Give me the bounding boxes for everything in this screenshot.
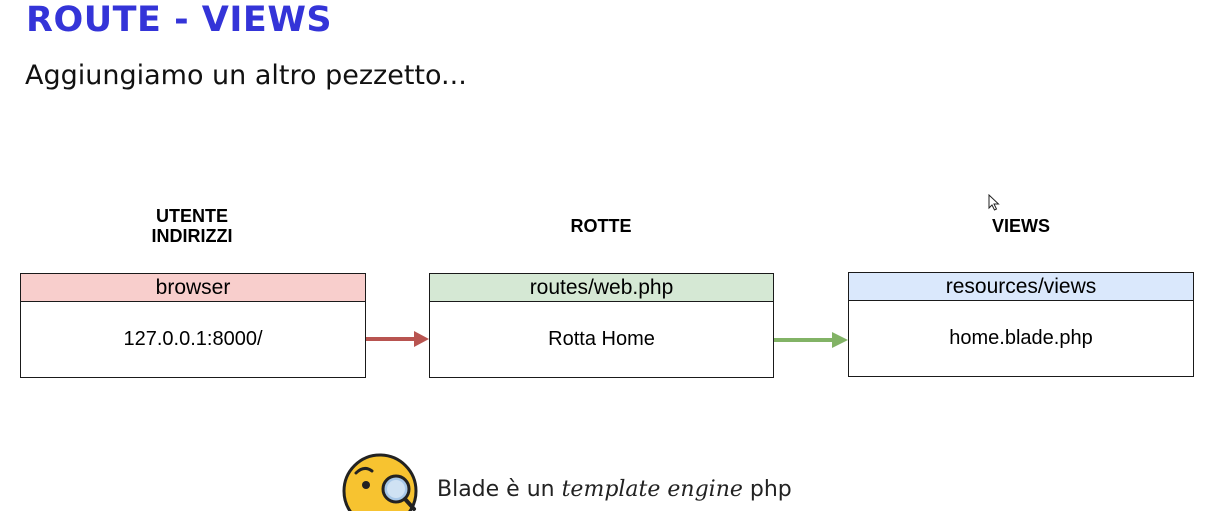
arrow-browser-to-routes xyxy=(366,331,429,347)
browser-box-header: browser xyxy=(21,274,365,302)
mouse-cursor-icon xyxy=(988,194,1000,211)
column-heading-line: INDIRIZZI xyxy=(151,226,233,246)
column-heading-views: VIEWS xyxy=(921,216,1121,236)
routes-box: routes/web.php Rotta Home xyxy=(429,273,774,378)
arrow-routes-to-views xyxy=(774,332,848,348)
column-heading-utente: UTENTE INDIRIZZI xyxy=(92,206,292,246)
face-with-monocle-icon xyxy=(342,453,418,511)
note-suffix: php xyxy=(742,477,792,502)
views-box-header: resources/views xyxy=(849,273,1193,301)
browser-box-body: 127.0.0.1:8000/ xyxy=(123,328,263,350)
views-box-body: home.blade.php xyxy=(949,327,1093,349)
column-heading-line: ROTTE xyxy=(570,216,632,236)
column-heading-rotte: ROTTE xyxy=(501,216,701,236)
note-prefix: Blade è un xyxy=(437,477,562,502)
browser-box: browser 127.0.0.1:8000/ xyxy=(20,273,366,378)
page-title: ROUTE - VIEWS xyxy=(26,0,333,40)
slide-subtitle: Aggiungiamo un altro pezzetto... xyxy=(25,60,467,91)
note-emphasis: template engine xyxy=(561,477,743,502)
routes-box-header: routes/web.php xyxy=(430,274,773,302)
column-heading-line: UTENTE xyxy=(156,206,228,226)
views-box: resources/views home.blade.php xyxy=(848,272,1194,377)
blade-note: Blade è un template engine php xyxy=(437,475,792,505)
routes-box-body: Rotta Home xyxy=(548,328,655,350)
column-heading-line: VIEWS xyxy=(991,216,1050,236)
